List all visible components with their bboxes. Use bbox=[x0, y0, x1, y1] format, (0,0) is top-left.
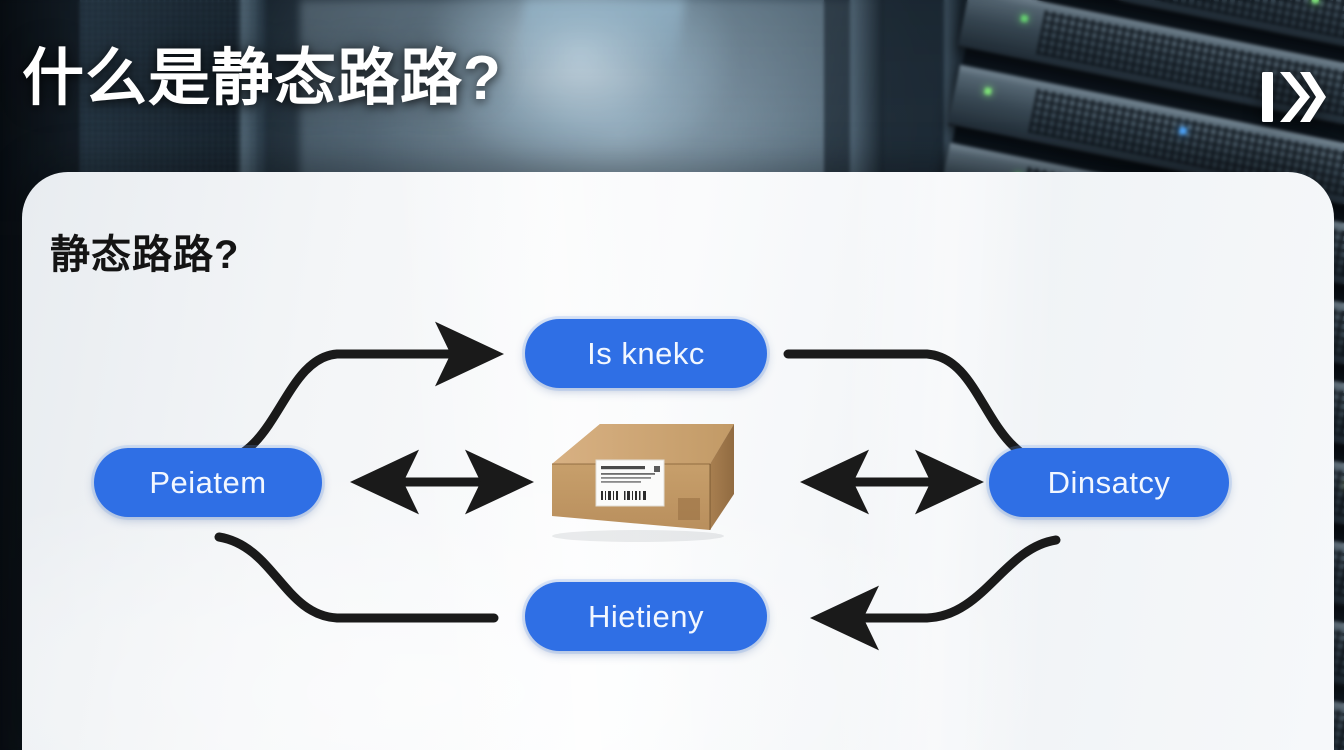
flow-node-bottom-label: Hietieny bbox=[588, 598, 704, 634]
shipping-label bbox=[595, 459, 665, 507]
flow-diagram: Is knekc Peiatem Dinsatcy Hietieny bbox=[22, 172, 1334, 750]
page-title: 什么是静态路路? bbox=[22, 44, 502, 113]
connector-right-to-bottom bbox=[810, 535, 1061, 651]
connector-left-to-bottom bbox=[214, 532, 499, 623]
flow-node-bottom[interactable]: Hietieny bbox=[525, 582, 767, 651]
cardboard-parcel-box-icon bbox=[552, 424, 734, 542]
flow-node-left[interactable]: Peiatem bbox=[94, 448, 322, 517]
card-heading: 静态路路? bbox=[50, 233, 240, 277]
flow-node-right-label: Dinsatcy bbox=[1047, 464, 1171, 500]
connector-left-to-top bbox=[212, 321, 504, 467]
skip-forward-icon[interactable] bbox=[1260, 66, 1326, 128]
flow-node-right[interactable]: Dinsatcy bbox=[989, 448, 1229, 517]
connector-top-to-right bbox=[783, 349, 1043, 467]
flow-node-top[interactable]: Is knekc bbox=[525, 319, 767, 388]
content-card: 静态路路? bbox=[22, 172, 1334, 750]
flow-node-top-label: Is knekc bbox=[587, 335, 705, 371]
flow-node-left-label: Peiatem bbox=[149, 464, 267, 500]
